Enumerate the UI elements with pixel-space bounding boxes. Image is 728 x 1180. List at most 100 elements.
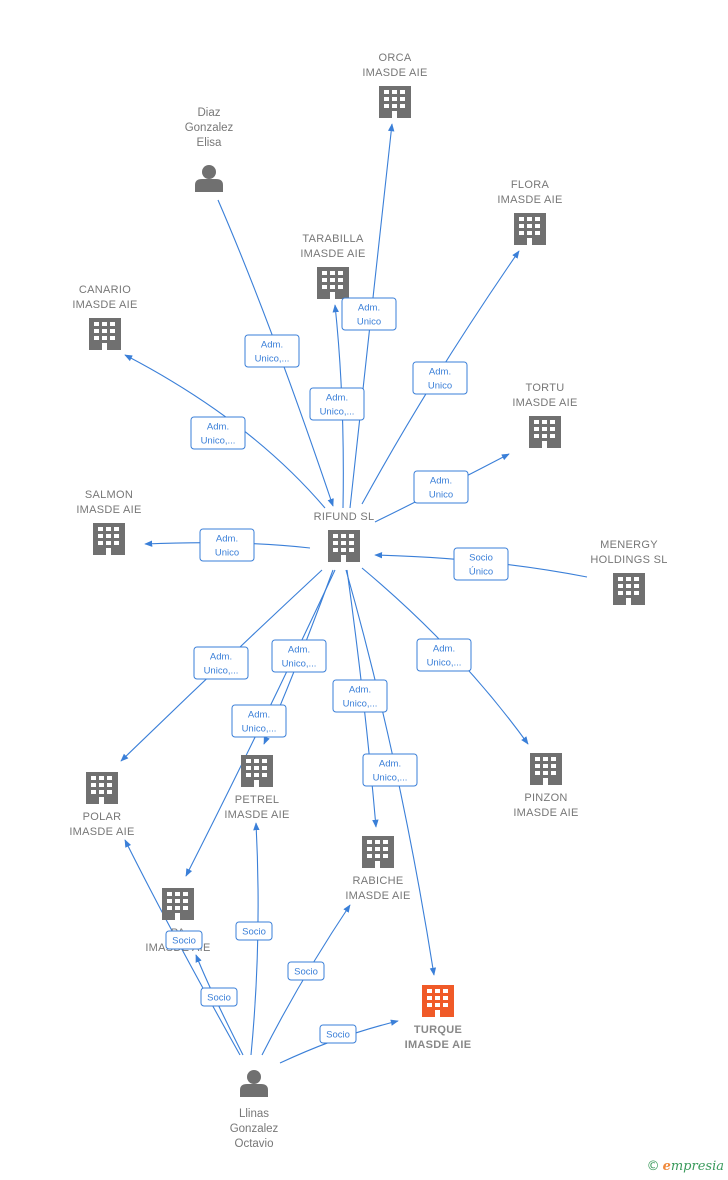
node-label-line: MENERGY [600,539,658,551]
edge-label-line: Socio [469,553,493,564]
edge-label-box [193,646,249,680]
node-label-line: IMASDE AIE [345,890,410,902]
node-label-line: PETREL [235,794,280,806]
edge-label-llinas-rabiche[interactable]: Socio [287,961,325,981]
edge-label-rifund-polar[interactable]: Adm.Unico,... [193,646,249,680]
edge-label-llinas-pa[interactable]: Socio [165,930,203,950]
edge-label-rifund-tarabilla[interactable]: Adm.Unico,... [309,387,365,421]
node-label-line: IMASDE AIE [300,248,365,260]
building-icon [89,318,121,350]
edge-label-line: Unico,... [201,436,236,447]
node-label-line: IMASDE AIE [405,1039,472,1051]
node-rifund[interactable]: RIFUND SL [314,511,375,562]
edge-label-rifund-canario[interactable]: Adm. Unico,... [190,416,246,450]
node-label-line: IMASDE AIE [362,67,427,79]
edge-label-rifund-petrel[interactable]: Adm.Unico,... [271,639,327,673]
edge-label-box [319,1024,357,1044]
building-icon [93,523,125,555]
node-label-line: PINZON [524,792,567,804]
node-turque[interactable]: TURQUE IMASDE AIE [405,985,472,1051]
edge-label-line: Único [469,567,493,578]
building-icon [530,753,562,785]
building-icon [86,772,118,804]
building-icon [328,530,360,562]
person-icon [195,165,223,192]
edge-label-rifund-salmon[interactable]: Adm. Unico [199,528,255,562]
edge-label-line: Adm. [288,645,310,656]
edge-label-line: Adm. [379,759,401,770]
node-rabiche[interactable]: RABICHE IMASDE AIE [345,836,410,902]
node-label-line: IMASDE AIE [513,807,578,819]
building-icon [317,267,349,299]
edge-label-line: Adm. [248,710,270,721]
node-label-line: Octavio [235,1138,274,1150]
edge-label-line: Socio [242,927,266,938]
person-icon [240,1070,268,1097]
node-pinzon[interactable]: PINZON IMASDE AIE [513,753,578,819]
edge-label-rifund-tortu[interactable]: Adm.Unico [413,470,469,504]
node-label-line: SALMON [85,489,133,501]
edge-label-line: Unico,... [373,773,408,784]
edge-label-box [287,961,325,981]
node-label-line: ORCA [379,52,412,64]
edge-label-rifund-rabiche[interactable]: Adm.Unico,... [332,679,388,713]
edge-label-line: Socio [207,993,231,1004]
edge-label-box [362,753,418,787]
edge-label-llinas-polar[interactable]: Socio [200,987,238,1007]
edge-label-line: Unico [429,490,453,501]
building-icon [514,213,546,245]
node-orca[interactable]: ORCA IMASDE AIE [362,52,427,118]
building-icon [362,836,394,868]
node-label-line: IMASDE AIE [76,504,141,516]
node-label-line: RABICHE [353,875,404,887]
building-icon [162,888,194,920]
node-label-line: Llinas [239,1108,269,1120]
building-icon [379,86,411,118]
edge-label-line: Adm. [349,685,371,696]
node-label-line: IMASDE AIE [69,826,134,838]
edge-label-line: Adm. [326,393,348,404]
edge-label-line: Unico [357,317,381,328]
node-label-line: TURQUE [414,1024,462,1036]
edge-label-box [199,528,255,562]
edge-label-rifund-flora[interactable]: Adm. Unico [412,361,468,395]
edge-label-line: Unico,... [427,658,462,669]
node-label-line: TORTU [526,382,565,394]
edge-label-llinas-petrel[interactable]: Socio [235,921,273,941]
empresia-footer[interactable]: ©empresia [647,1159,724,1174]
node-label-line: IMASDE AIE [497,194,562,206]
edge-label-rifund-turque[interactable]: Adm. Unico,... [362,753,418,787]
edge-label-rifund-pinzon[interactable]: Adm. Unico,... [416,638,472,672]
node-label-line: IMASDE AIE [224,809,289,821]
edge-label-line: Socio [326,1030,350,1041]
edge-label-line: Adm. [216,534,238,545]
edge-label-rifund-orca[interactable]: Adm.Unico [341,297,397,331]
edge-label-line: Unico [428,381,452,392]
edge-label-diaz-rifund[interactable]: Adm.Unico,... [244,334,300,368]
edge-label-box [271,639,327,673]
node-label-line: IMASDE AIE [72,299,137,311]
edge-label-rifund-pa[interactable]: Adm.Unico,... [231,704,287,738]
edge-label-line: Adm. [433,644,455,655]
copyright-icon: © [646,1159,660,1174]
node-petrel[interactable]: PETREL IMASDE AIE [224,755,289,821]
edge-label-box [244,334,300,368]
edge-label-line: Unico [215,548,239,559]
edge-label-llinas-turque[interactable]: Socio [319,1024,357,1044]
edge-label-box [200,987,238,1007]
edge-label-line: Adm. [429,367,451,378]
edge-label-line: Adm. [207,422,229,433]
node-salmon[interactable]: SALMON IMASDE AIE [76,489,141,555]
edge-label-box [190,416,246,450]
edge-label-line: Unico,... [204,666,239,677]
